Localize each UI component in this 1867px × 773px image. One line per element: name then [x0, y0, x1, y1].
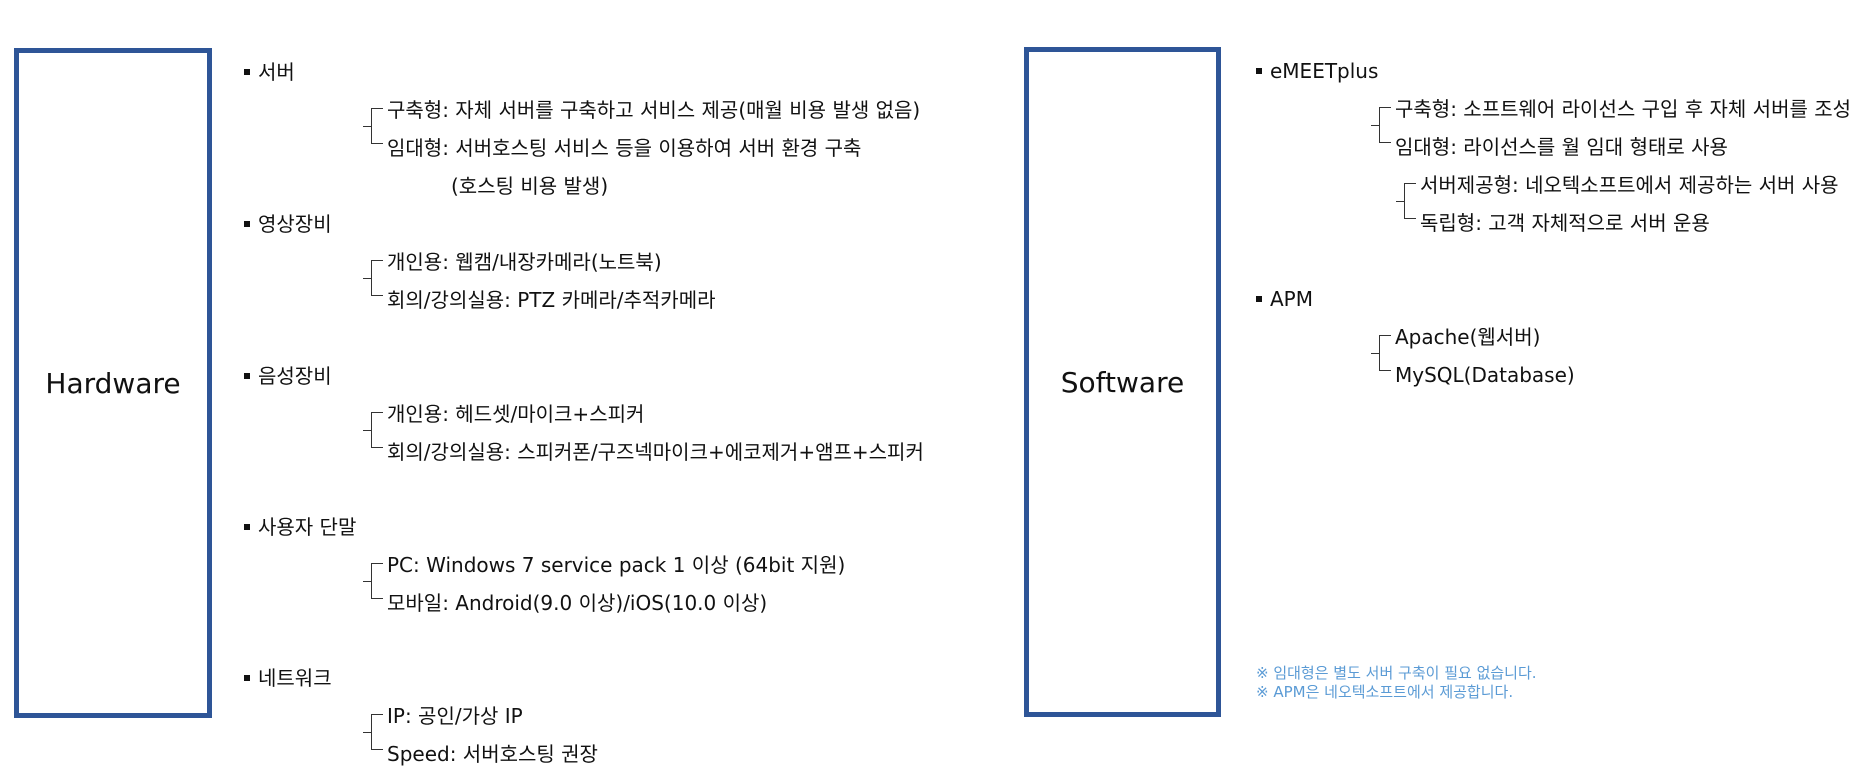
section-heading: 영상장비	[244, 212, 332, 236]
software-label-box: Software	[1024, 47, 1221, 717]
brace-icon	[1396, 183, 1416, 219]
list-item: 개인용: 웹캠/내장카메라(노트북)	[387, 250, 662, 274]
list-item: 서버제공형: 네오텍소프트에서 제공하는 서버 사용	[1420, 173, 1839, 197]
bullet-icon	[244, 68, 250, 75]
bullet-icon	[244, 674, 250, 681]
list-item: 임대형: 라이선스를 월 임대 형태로 사용	[1395, 135, 1728, 159]
footnote: ※ APM은 네오텍소프트에서 제공합니다.	[1256, 683, 1514, 701]
brace-icon	[363, 412, 383, 448]
section-heading: 사용자 단말	[244, 515, 356, 539]
section-heading: 음성장비	[244, 364, 332, 388]
section-heading: APM	[1256, 287, 1313, 311]
brace-icon	[363, 260, 383, 296]
section-heading: 서버	[244, 60, 295, 84]
list-item: 개인용: 헤드셋/마이크+스피커	[387, 402, 645, 426]
list-item: 독립형: 고객 자체적으로 서버 운용	[1420, 211, 1710, 235]
list-item-continuation: (호스팅 비용 발생)	[451, 174, 609, 198]
bullet-icon	[244, 220, 250, 227]
hardware-title: Hardware	[45, 366, 181, 400]
list-item: 임대형: 서버호스팅 서비스 등을 이용하여 서버 환경 구축	[387, 136, 862, 160]
footnotes: ※ 임대형은 별도 서버 구축이 필요 없습니다. ※ APM은 네오텍소프트에…	[1256, 664, 1537, 702]
list-item: Apache(웹서버)	[1395, 325, 1541, 349]
list-item: 구축형: 소프트웨어 라이선스 구입 후 자체 서버를 조성	[1395, 97, 1852, 121]
list-item: MySQL(Database)	[1395, 363, 1575, 387]
brace-icon	[1371, 107, 1391, 143]
list-item: 회의/강의실용: 스피커폰/구즈넥마이크+에코제거+앰프+스피커	[387, 440, 924, 464]
list-item: 구축형: 자체 서버를 구축하고 서비스 제공(매월 비용 발생 없음)	[387, 98, 921, 122]
list-item: 회의/강의실용: PTZ 카메라/추적카메라	[387, 288, 716, 312]
bullet-icon	[244, 372, 250, 379]
section-heading: 네트워크	[244, 666, 332, 690]
list-item: Speed: 서버호스팅 권장	[387, 742, 598, 766]
list-item: PC: Windows 7 service pack 1 이상 (64bit 지…	[387, 553, 846, 577]
hardware-label-box: Hardware	[14, 48, 212, 718]
brace-icon	[363, 714, 383, 750]
bullet-icon	[1256, 295, 1262, 302]
brace-icon	[363, 108, 383, 144]
footnote: ※ 임대형은 별도 서버 구축이 필요 없습니다.	[1256, 664, 1537, 682]
brace-icon	[363, 563, 383, 599]
brace-icon	[1371, 335, 1391, 371]
list-item: IP: 공인/가상 IP	[387, 704, 523, 728]
bullet-icon	[1256, 67, 1262, 74]
software-title: Software	[1060, 365, 1185, 399]
list-item: 모바일: Android(9.0 이상)/iOS(10.0 이상)	[387, 591, 768, 615]
bullet-icon	[244, 523, 250, 530]
section-heading: eMEETplus	[1256, 59, 1378, 83]
